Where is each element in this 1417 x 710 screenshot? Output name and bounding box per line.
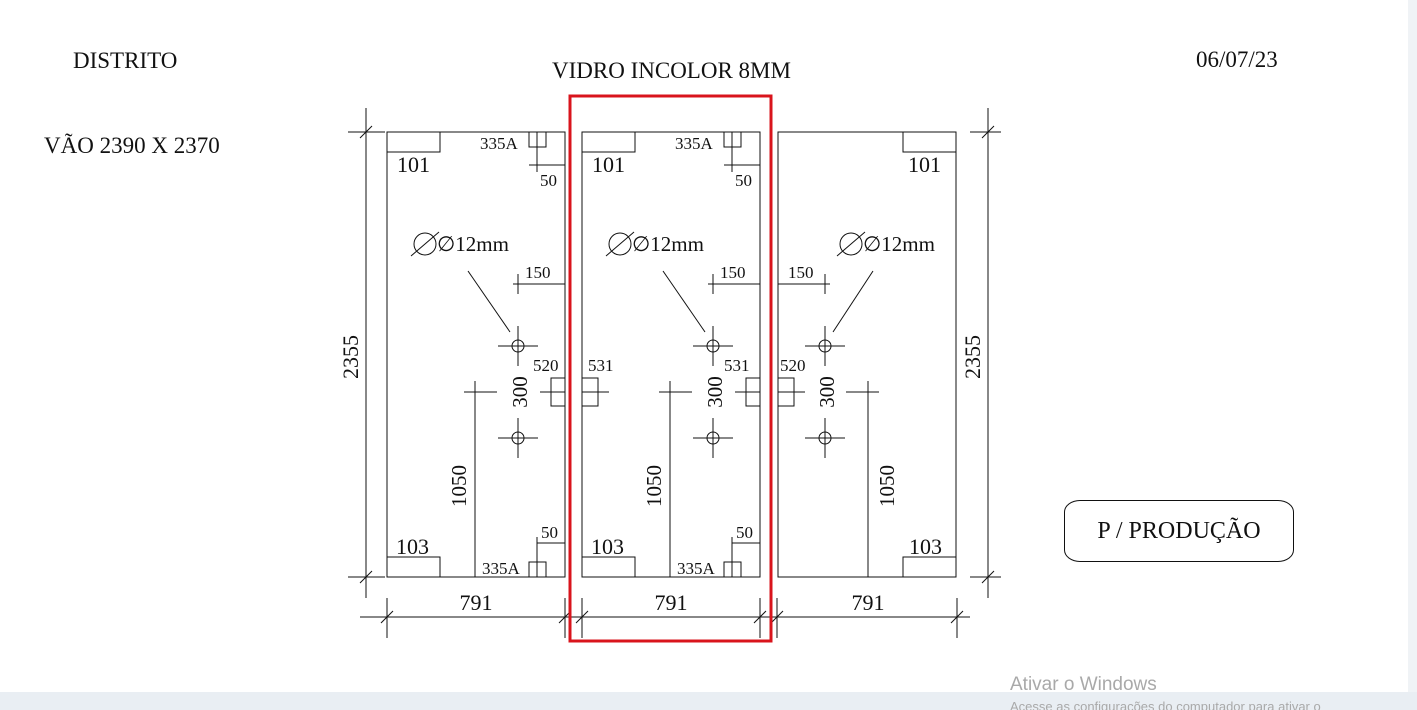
overall-height-label-left: 2355	[338, 335, 363, 379]
panel-left-bottom-lock: 335A	[482, 559, 521, 578]
watermark-subtitle: Acesse as configurações do computador pa…	[1010, 699, 1321, 710]
panel-right-hole-spacing: 300	[815, 376, 839, 408]
production-stamp-label: P / PRODUÇÃO	[1097, 517, 1261, 544]
panel-left-top-fitting: 101	[397, 152, 430, 177]
panel-left-hole-edge-offset: 150	[525, 263, 551, 282]
windows-activation-watermark: Ativar o Windows Acesse as configurações…	[1010, 674, 1408, 710]
scrollbar-track	[1408, 0, 1417, 692]
panel-right-handle-height: 1050	[875, 465, 899, 507]
panel-middle-bottom-lock: 335A	[677, 559, 716, 578]
panel-left-top-lock-offset: 50	[540, 171, 557, 190]
drawing-date: 06/07/23	[1196, 47, 1278, 72]
taskbar-edge	[0, 692, 1417, 710]
overall-height-dimension-right	[970, 108, 1001, 598]
panel-left-handle-cut: 520	[533, 356, 559, 375]
client-name: DISTRITO	[73, 48, 178, 73]
panel-right-bottom-fitting: 103	[909, 534, 942, 559]
overall-height-dimension-left	[348, 108, 385, 598]
panel-middle-hole-spacing: 300	[703, 376, 727, 408]
panel-middle-handle-cut-left: 531	[588, 356, 614, 375]
panel-middle-top-lock-offset: 50	[735, 171, 752, 190]
panel-middle-top-fitting: 101	[592, 152, 625, 177]
opening-size: VÃO 2390 X 2370	[44, 133, 220, 158]
panel-left-bottom-fitting: 103	[396, 534, 429, 559]
panel-left-top-lock: 335A	[480, 134, 519, 153]
production-stamp: P / PRODUÇÃO	[1064, 500, 1294, 562]
watermark-title: Ativar o Windows	[1010, 674, 1157, 695]
panel-right-handle-cut: 520	[780, 356, 806, 375]
panel-left-hole-spacing: 300	[508, 376, 532, 408]
panel-middle-bottom-lock-offset: 50	[736, 523, 753, 542]
glass-panels-drawing: 2355 2355 791 791 791 101 103 335A 335A …	[338, 94, 1001, 643]
overall-height-label-right: 2355	[960, 335, 985, 379]
panel-selection-highlight	[568, 94, 773, 643]
panel-middle-bottom-fitting: 103	[591, 534, 624, 559]
panel-right-top-fitting: 101	[908, 152, 941, 177]
panel-middle-width: 791	[655, 590, 688, 615]
panel-middle-handle-cut-right: 531	[724, 356, 750, 375]
panel-middle-handle-height: 1050	[642, 465, 666, 507]
glass-spec-title: VIDRO INCOLOR 8MM	[552, 58, 791, 83]
panel-left-bottom-lock-offset: 50	[541, 523, 558, 542]
width-dimension-line	[360, 598, 970, 638]
panel-left[interactable]	[386, 131, 566, 578]
panel-right-hole-edge-offset: 150	[788, 263, 814, 282]
panel-left-handle-height: 1050	[447, 465, 471, 507]
panel-left-hole-diameter: ∅12mm	[437, 232, 509, 256]
panel-left-width: 791	[460, 590, 493, 615]
panel-middle[interactable]	[581, 131, 761, 578]
panel-middle-hole-diameter: ∅12mm	[632, 232, 704, 256]
panel-middle-top-lock: 335A	[675, 134, 714, 153]
panel-right-hole-diameter: ∅12mm	[863, 232, 935, 256]
panel-right-width: 791	[852, 590, 885, 615]
panel-middle-hole-edge-offset: 150	[720, 263, 746, 282]
panel-right[interactable]	[777, 131, 957, 578]
